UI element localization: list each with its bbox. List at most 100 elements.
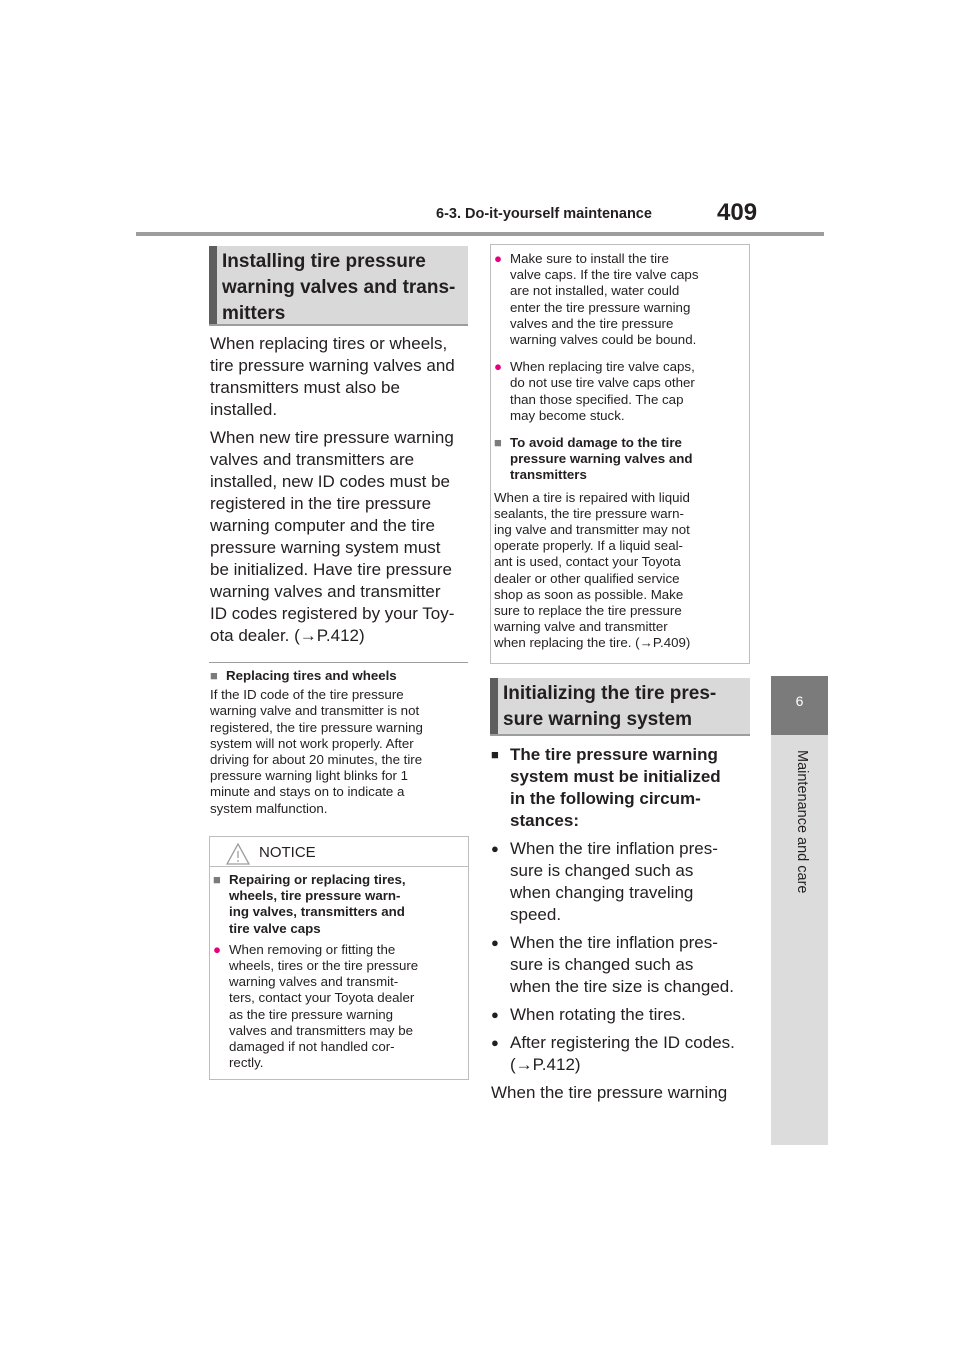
subsection-title: Replacing tires and wheels <box>226 668 397 683</box>
text-line: as the tire pressure warning <box>229 1006 394 1022</box>
text-line: installed. <box>210 400 278 419</box>
text-line: sure is changed such as <box>510 955 694 974</box>
text-line: When the tire inflation pres- <box>510 839 718 858</box>
text-line: driving for about 20 minutes, the tire <box>210 752 423 768</box>
text-line: than those specified. The cap <box>510 391 684 407</box>
text-line: pressure warning valves and <box>510 451 693 467</box>
heading-line: warning valves and trans- <box>222 277 456 298</box>
text-line: If the ID code of the tire pressure <box>210 687 404 703</box>
heading-line: mitters <box>222 303 286 324</box>
heading-underline <box>209 324 468 326</box>
chapter-number: 6 <box>795 693 804 709</box>
text-line: system will not work properly. After <box>210 735 414 751</box>
text-line: When replacing tire valve caps, <box>510 359 695 375</box>
subsection-rule <box>209 662 468 663</box>
text-line: pressure warning system must <box>210 538 441 557</box>
text-line: when the tire size is changed. <box>510 977 734 996</box>
text-line: enter the tire pressure warning <box>510 299 691 315</box>
section-heading-installing: Installing tire pressure warning valves … <box>209 246 468 324</box>
paragraph-install: When replacing tires or wheels, tire pre… <box>210 333 470 421</box>
text-line: ota dealer. (→P.412) <box>210 626 365 645</box>
square-bullet-icon: ■ <box>210 668 218 683</box>
text-line: be initialized. Have tire pressure <box>210 560 452 579</box>
text-line: ing valve and transmitter may not <box>494 522 690 538</box>
notice-bullet: ● When replacing tire valve caps, do not… <box>494 359 746 424</box>
bullet-dot-icon: ● <box>491 1035 499 1050</box>
continuation-text: When the tire pressure warning <box>491 1083 728 1102</box>
chapter-tab <box>771 676 828 735</box>
heading-line: sure warning system <box>503 709 693 730</box>
square-bullet-icon: ■ <box>491 747 499 762</box>
text-line: The tire pressure warning <box>510 745 718 764</box>
text-line: sure is changed such as <box>510 861 694 880</box>
text-line: Make sure to install the tire <box>510 251 669 266</box>
notice-label: NOTICE <box>259 844 316 861</box>
text-line: valve caps. If the tire valve caps <box>510 267 699 283</box>
text-line: ant is used, contact your Toyota <box>494 554 681 570</box>
text-line: do not use tire valve caps other <box>510 375 695 391</box>
text-line: transmitters must also be <box>210 378 400 397</box>
conditions-title: ■ The tire pressure warning system must … <box>491 744 756 832</box>
text-line: When a tire is repaired with liquid <box>494 489 690 505</box>
paragraph-id-codes: When new tire pressure warning valves an… <box>210 427 470 647</box>
notice-box: NOTICE ■ Repairing or replacing tires, w… <box>209 836 469 1080</box>
square-bullet-icon: ■ <box>494 435 502 451</box>
notice-damage-body: When a tire is repaired with liquid seal… <box>494 490 746 652</box>
text-line: minute and stays on to indicate a <box>210 784 405 800</box>
text-line: warning computer and the tire <box>210 516 435 535</box>
bullet-dot-icon: ● <box>494 359 503 375</box>
text-line: rectly. <box>229 1055 264 1071</box>
notice-subtitle: ■ To avoid damage to the tire pressure w… <box>494 435 746 484</box>
text-line: When rotating the tires. <box>510 1005 686 1024</box>
page-number: 409 <box>717 199 758 226</box>
header-rule <box>136 232 824 236</box>
condition-item: ● When the tire inflation pres- sure is … <box>491 932 756 998</box>
initialize-conditions: ■ The tire pressure warning system must … <box>491 744 756 1104</box>
text-line: After registering the ID codes. <box>510 1033 735 1052</box>
text-line: ID codes registered by your Toy- <box>210 604 455 623</box>
bullet-dot-icon: ● <box>491 841 499 856</box>
chapter-label: Maintenance and care <box>794 750 810 894</box>
text-line: Repairing or replacing tires, <box>229 872 406 887</box>
condition-item: ● After registering the ID codes. (→P.41… <box>491 1032 756 1076</box>
text-line: When replacing tires or wheels, <box>210 334 448 353</box>
text-line: ters, contact your Toyota dealer <box>229 990 415 1006</box>
notice-divider <box>210 866 468 867</box>
text-line: installed, new ID codes must be <box>210 472 451 491</box>
text-line: warning valve and transmitter is not <box>210 703 420 719</box>
text-line: sealants, the tire pressure warn- <box>494 505 684 521</box>
text-line: ing valves, transmitters and <box>229 904 405 920</box>
subsection-replacing: ■ Replacing tires and wheels If the ID c… <box>210 668 470 817</box>
text-line: speed. <box>510 905 562 924</box>
bullet-dot-icon: ● <box>491 1007 499 1022</box>
text-line: dealer or other qualified service <box>494 570 680 586</box>
chapter-strip <box>771 735 828 1145</box>
text-line: are not installed, water could <box>510 283 680 299</box>
notice-title: ■ Repairing or replacing tires, wheels, … <box>213 872 463 937</box>
text-line: valves and transmitters are <box>210 450 415 469</box>
text-line: When the tire inflation pres- <box>510 933 718 952</box>
square-bullet-icon: ■ <box>213 872 221 887</box>
notice-bullet: ● When removing or fitting the wheels, t… <box>213 942 463 1072</box>
text-line: transmitters <box>510 467 587 483</box>
bullet-dot-icon: ● <box>213 941 222 957</box>
text-line: warning valves could be bound. <box>510 332 697 348</box>
notice-box-continued: ● Make sure to install the tire valve ca… <box>490 244 750 664</box>
text-line: registered in the tire pressure <box>210 494 432 513</box>
text-line: To avoid damage to the tire <box>510 435 682 451</box>
text-line: system malfunction. <box>210 800 328 816</box>
bullet-dot-icon: ● <box>494 251 503 266</box>
text-line: When removing or fitting the <box>229 941 396 957</box>
text-line: valves and the tire pressure <box>510 315 674 331</box>
text-line: sure to replace the tire pressure <box>494 603 682 619</box>
text-line: in the following circum- <box>510 789 701 808</box>
text-line: system must be initialized <box>510 767 721 786</box>
heading-line: Installing tire pressure <box>222 251 426 272</box>
condition-item: ● When rotating the tires. <box>491 1004 756 1026</box>
text-line: damaged if not handled cor- <box>229 1039 395 1055</box>
bullet-dot-icon: ● <box>491 935 499 950</box>
text-line: warning valve and transmitter <box>494 619 668 635</box>
text-line: warning valves and transmit- <box>229 974 399 990</box>
text-line: wheels, tires or the tire pressure <box>229 958 419 974</box>
heading-line: Initializing the tire pres- <box>503 683 717 704</box>
